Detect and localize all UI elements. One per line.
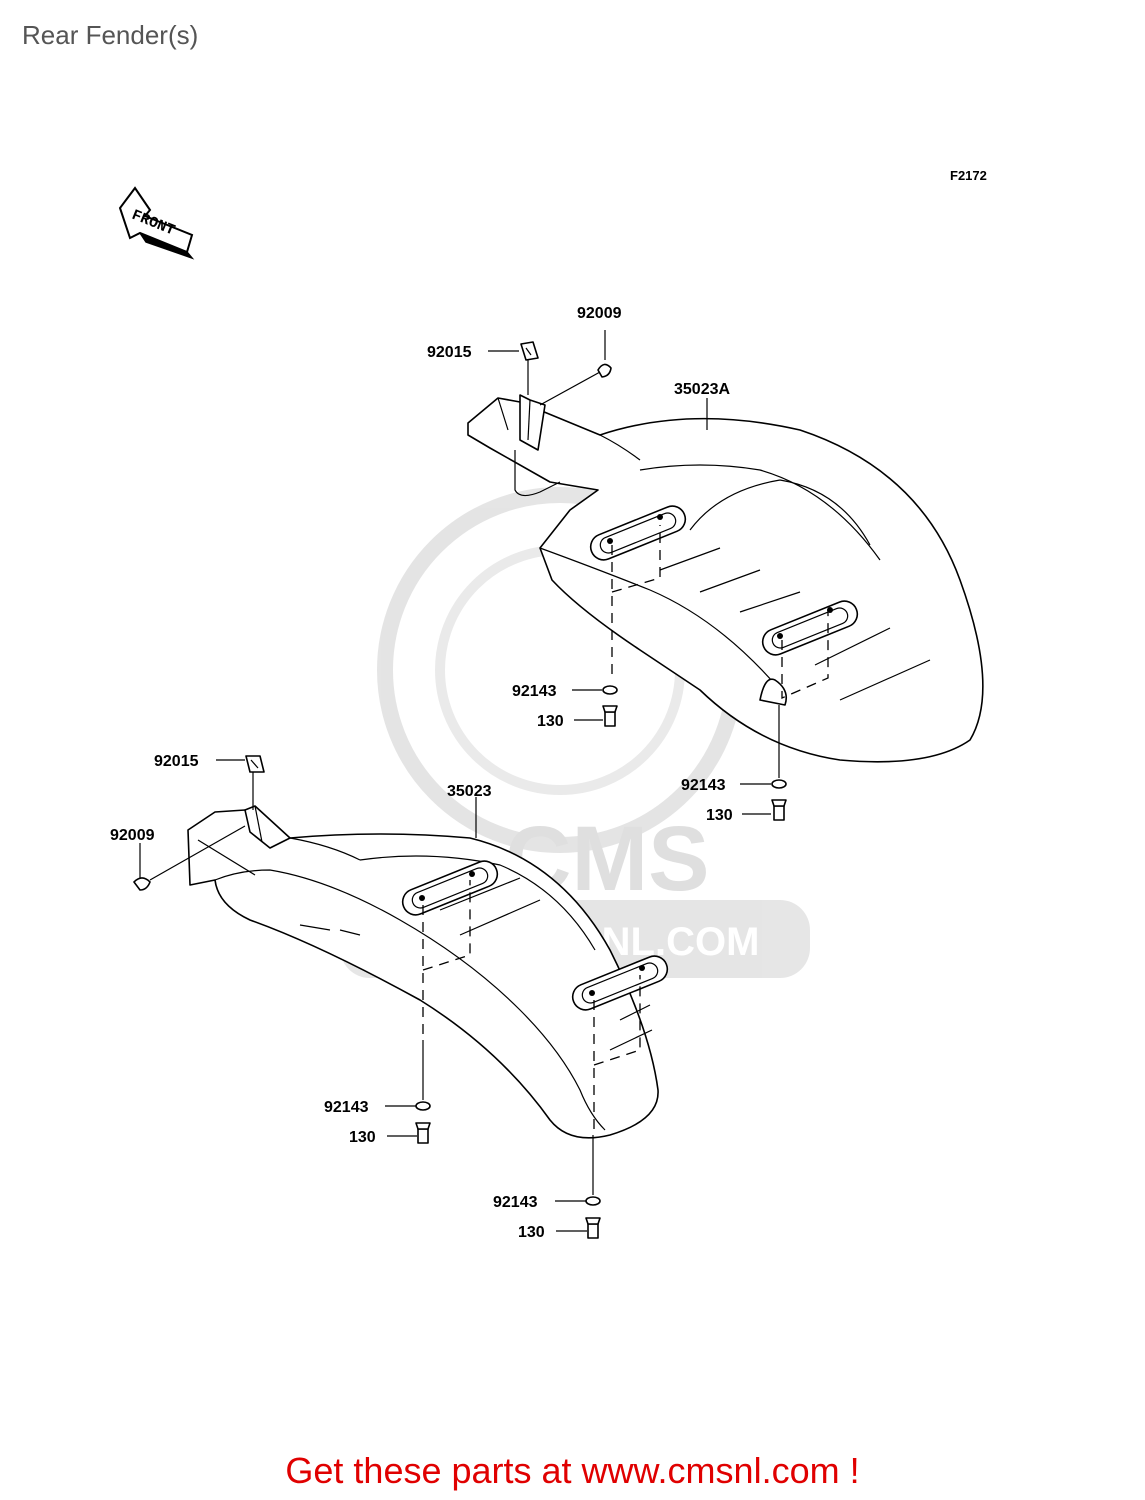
upper-front-washer-icon xyxy=(602,685,618,695)
lower-rear-washer-callout: 92143 xyxy=(493,1194,538,1211)
upper-clip-callout: 92015 xyxy=(427,344,472,361)
lower-front-washer-icon xyxy=(415,1101,431,1111)
upper-front-bolt-callout: 130 xyxy=(537,713,564,730)
upper-rear-fender xyxy=(467,394,984,763)
upper-screw-callout: 92009 xyxy=(577,305,622,322)
lower-rear-fender xyxy=(187,805,669,1139)
lower-screw-callout: 92009 xyxy=(110,827,155,844)
promo-link[interactable]: Get these parts at www.cmsnl.com ! xyxy=(285,1450,860,1491)
figure-code: F2172 xyxy=(950,168,987,183)
lower-rear-bolt-callout: 130 xyxy=(518,1224,545,1241)
upper-rear-washer-callout: 92143 xyxy=(681,777,726,794)
lower-rear-bolt-icon xyxy=(585,1217,601,1239)
upper-front-washer-callout: 92143 xyxy=(512,683,557,700)
upper-rear-bolt-callout: 130 xyxy=(706,807,733,824)
lower-fender-callout: 35023 xyxy=(447,783,492,800)
page-title: Rear Fender(s) xyxy=(22,20,199,50)
lower-front-bolt-icon xyxy=(415,1122,431,1144)
front-arrow-icon: FRONT xyxy=(118,186,195,260)
upper-screw-icon xyxy=(597,363,612,378)
upper-front-bolt-icon xyxy=(602,705,618,727)
upper-clip-icon xyxy=(520,341,539,361)
lower-clip-callout: 92015 xyxy=(154,753,199,770)
upper-fender-callout: 35023A xyxy=(674,381,730,398)
lower-front-bolt-callout: 130 xyxy=(349,1129,376,1146)
upper-rear-washer-icon xyxy=(771,779,787,789)
upper-rear-bolt-icon xyxy=(771,799,787,821)
lower-rear-washer-icon xyxy=(585,1196,601,1206)
lower-screw-icon xyxy=(133,877,151,891)
lower-clip-icon xyxy=(245,755,265,773)
lower-front-washer-callout: 92143 xyxy=(324,1099,369,1116)
